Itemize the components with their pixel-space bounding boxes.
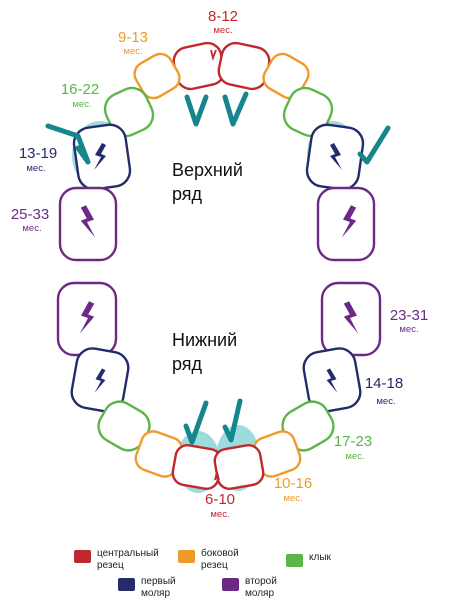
legend-label-second-molar: второй моляр: [245, 576, 277, 599]
legend-swatch-lateral: [178, 550, 195, 563]
upper-second-molar-age: 25-33: [10, 206, 50, 223]
lower-second-molar-unit: мес.: [399, 324, 419, 335]
upper-first-molar-age: 13-19: [18, 145, 58, 162]
legend-central-incisor: центральный резец: [74, 548, 159, 571]
lower-first-molar-unit: мес.: [376, 396, 396, 407]
upper-canine-left-tooth: [103, 86, 155, 138]
lower-lateral-unit: мес.: [283, 493, 303, 504]
upper-lateral-age: 9-13: [117, 29, 149, 46]
upper-lateral-unit: мес.: [123, 46, 143, 57]
upper-central-unit: мес.: [213, 25, 233, 36]
upper-lateral-right-tooth: [262, 52, 310, 100]
lower-second-molar-right-tooth: [320, 281, 382, 357]
upper-first-molar-unit: мес.: [26, 163, 46, 174]
lower-central-right-tooth: [213, 444, 265, 490]
lower-central-notch: [214, 471, 220, 481]
upper-canine-age: 16-22: [60, 81, 100, 98]
upper-central-notch: [210, 49, 217, 62]
lower-first-molar-left-mark: [94, 368, 106, 393]
legend-canine: клык: [286, 552, 331, 567]
legend-label-canine: клык: [309, 552, 331, 563]
legend-label-lateral: боковой резец: [201, 548, 239, 571]
lower-first-molar-right-mark: [326, 368, 338, 393]
upper-row-title: Верхний ряд: [172, 160, 243, 204]
upper-second-molar-unit: мес.: [22, 223, 42, 234]
lower-first-molar-age: 14-18: [364, 375, 404, 392]
lower-second-molar-left-mark: [79, 301, 95, 334]
legend-swatch-second-molar: [222, 578, 239, 591]
lower-row-title: Нижний ряд: [172, 330, 238, 374]
lower-second-molar-left-tooth: [56, 281, 118, 357]
lower-central-right-check: [222, 398, 243, 443]
upper-second-molar-right-mark: [341, 205, 357, 238]
upper-canine-right-tooth: [282, 86, 334, 138]
lower-central-left-check: [183, 400, 209, 445]
legend-lateral-incisor: боковой резец: [178, 548, 239, 571]
upper-first-molar-left-mark: [94, 143, 106, 170]
lower-canine-age: 17-23: [333, 433, 373, 450]
lower-central-age: 6-10: [204, 491, 236, 508]
upper-second-molar-right-tooth: [316, 186, 376, 262]
lower-central-unit: мес.: [210, 509, 230, 520]
upper-central-left-check: [184, 94, 209, 127]
legend-swatch-first-molar: [118, 578, 135, 591]
legend-swatch-central: [74, 550, 91, 563]
upper-central-age: 8-12: [207, 8, 239, 25]
legend-label-first-molar: первый моляр: [141, 576, 176, 599]
lower-second-molar-right-mark: [343, 301, 359, 334]
legend-first-molar: первый моляр: [118, 576, 176, 599]
upper-central-right-tooth: [217, 41, 271, 91]
lower-canine-unit: мес.: [345, 451, 365, 462]
upper-first-molar-right-mark: [330, 143, 342, 170]
upper-second-molar-left-mark: [80, 205, 96, 238]
lower-lateral-age: 10-16: [273, 475, 313, 492]
legend-second-molar: второй моляр: [222, 576, 277, 599]
lower-second-molar-age: 23-31: [389, 307, 429, 324]
upper-canine-unit: мес.: [72, 99, 92, 110]
upper-lateral-left-tooth: [133, 52, 181, 100]
upper-first-molar-left-check: [45, 123, 91, 165]
legend-label-central: центральный резец: [97, 548, 159, 571]
upper-central-right-check: [222, 91, 249, 127]
legend-swatch-canine: [286, 554, 303, 567]
upper-first-molar-right-check: [357, 125, 391, 165]
